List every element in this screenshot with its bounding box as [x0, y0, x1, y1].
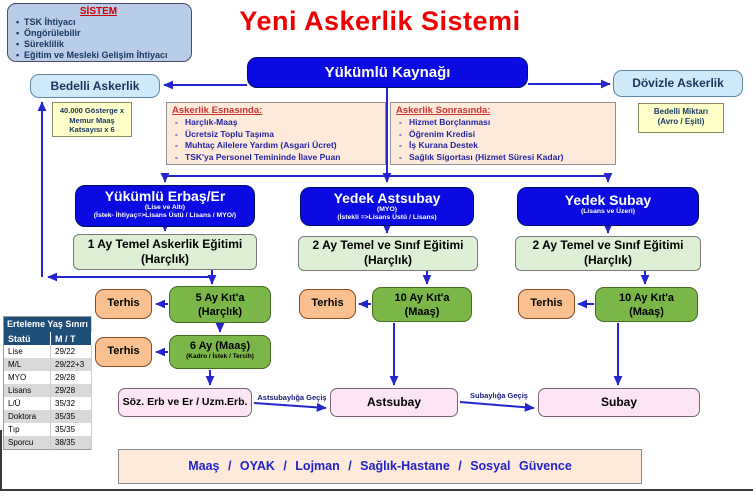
yukumlu-erbas-box: Yükümlü Erbaş/Er (Lise ve Altı) (İstek- … [75, 185, 255, 227]
formula-line: Katsayısı x 6 [69, 125, 115, 134]
esnasinda-item: Ücretsiz Toplu Taşıma [172, 129, 380, 141]
askerlik-esnasinda-panel: Askerlik Esnasında: Harçlık-Maaş Ücretsi… [166, 102, 386, 165]
erbas-training-box: 1 Ay Temel Askerlik Eğitimi (Harçlık) [73, 234, 257, 270]
erteleme-title: Erteleme Yaş Sınırı [3, 316, 92, 332]
branch-sub: (MYO) [376, 206, 397, 213]
esnasinda-item: Harçlık-Maaş [172, 117, 380, 129]
training-pay: (Harçlık) [140, 252, 190, 266]
astsubay-training-box: 2 Ay Temel ve Sınıf Eğitimi (Harçlık) [298, 236, 478, 271]
branch-sub: (Lisans ve Üzeri) [580, 208, 636, 215]
sonrasinda-title: Askerlik Sonrasında: [396, 105, 491, 116]
slide-left-edge [0, 430, 2, 491]
training-pay: (Harçlık) [363, 253, 413, 267]
sistem-item: Öngörülebilir [12, 28, 185, 39]
terhis-box: Terhis [95, 337, 152, 367]
sistem-title: SİSTEM [79, 6, 118, 17]
amount-line: (Avro / Eşiti) [657, 116, 705, 126]
erbas-stage2-box: 6 Ay (Maaş) (Kadro / İstek / Tercih) [169, 335, 271, 369]
sistem-item: TSK İhtiyacı [12, 17, 185, 28]
esnasinda-title: Askerlik Esnasında: [172, 105, 263, 116]
subay-training-box: 2 Ay Temel ve Sınıf Eğitimi (Harçlık) [515, 236, 701, 271]
branch-title: Yedek Subay [564, 192, 652, 208]
branch-sub: (İstek- İhtiyaç=>Lisans Üstü / Lisans / … [93, 212, 237, 219]
stage-sub: (Kadro / İstek / Tercih) [186, 353, 254, 360]
yukumlu-kaynagi-box: Yükümlü Kaynağı [247, 57, 528, 88]
branch-sub: (İstekli =>Lisans Üstü / Lisans) [337, 214, 437, 221]
subay-outcome-box: Subay [538, 388, 700, 417]
sistem-item: Eğitim ve Mesleki Gelişim İhtiyacı [12, 50, 185, 61]
stage-pay: (Maaş) [404, 306, 440, 318]
astsubay-stage1-box: 10 Ay Kıt'a (Maaş) [372, 287, 472, 322]
stage-pay: (Maaş) [629, 306, 664, 318]
bedelli-formula-box: 40.000 Gösterge x Memur Maaş Katsayısı x… [52, 102, 132, 137]
stage-line: 6 Ay (Maaş) [189, 340, 251, 352]
dovizle-amount-box: Bedelli Miktarı (Avro / Eşiti) [638, 103, 724, 133]
dovizle-askerlik-box: Dövizle Askerlik [613, 70, 743, 97]
esnasinda-item: Muhtaç Ailelere Yardım (Asgari Ücret) [172, 140, 380, 152]
sonrasinda-item: Hizmet Borçlanması [396, 117, 610, 129]
sistem-item: Süreklilik [12, 39, 185, 50]
erteleme-col-statu: Statü [3, 332, 51, 345]
sonrasinda-item: Sağlık Sigortası (Hizmet Süresi Kadar) [396, 152, 610, 164]
sonrasinda-item: İş Kurana Destek [396, 140, 610, 152]
stage-line: 10 Ay Kıt'a [619, 292, 674, 304]
askerlik-sonrasinda-panel: Askerlik Sonrasında: Hizmet Borçlanması … [390, 102, 616, 165]
training-line: 1 Ay Temel Askerlik Eğitimi [87, 237, 243, 251]
training-line: 2 Ay Temel ve Sınıf Eğitimi [312, 238, 464, 252]
stage-line: 10 Ay Kıt'a [394, 292, 450, 304]
erteleme-col-mt: M / T [50, 332, 92, 345]
formula-line: 40.000 Gösterge x [59, 106, 125, 115]
branch-title: Yükümlü Erbaş/Er [104, 188, 226, 204]
esnasinda-item: TSK'ya Personel Temininde İlave Puan [172, 152, 380, 164]
yedek-subay-box: Yedek Subay (Lisans ve Üzeri) [517, 187, 699, 226]
slide-bottom-edge [0, 489, 753, 491]
subay-stage1-box: 10 Ay Kıt'a (Maaş) [595, 287, 698, 322]
astsubayliga-gecis-label: Astsubaylığa Geçiş [257, 393, 327, 402]
sistem-panel: SİSTEM TSK İhtiyacı Öngörülebilir Sürekl… [7, 3, 192, 62]
training-pay: (Harçlık) [583, 253, 633, 267]
bedelli-askerlik-box: Bedelli Askerlik [30, 74, 160, 98]
stage-pay: (Harçlık) [197, 306, 243, 318]
benefits-bar: Maaş / OYAK / Lojman / Sağlık-Hastane / … [118, 449, 642, 484]
yedek-astsubay-box: Yedek Astsubay (MYO) (İstekli =>Lisans Ü… [300, 187, 474, 226]
branch-sub: (Lise ve Altı) [144, 204, 186, 211]
training-line: 2 Ay Temel ve Sınıf Eğitimi [532, 238, 684, 252]
terhis-box: Terhis [299, 289, 356, 319]
subayliga-gecis-label: Subaylığa Geçiş [470, 391, 528, 400]
page-title: Yeni Askerlik Sistemi [239, 6, 521, 36]
soz-erb-uzm-box: Söz. Erb ve Er / Uzm.Erb. [118, 388, 252, 417]
terhis-box: Terhis [518, 289, 575, 319]
astsubay-outcome-box: Astsubay [330, 388, 458, 417]
amount-line: Bedelli Miktarı [653, 107, 709, 116]
terhis-box: Terhis [95, 289, 152, 319]
formula-line: Memur Maaş [69, 115, 115, 125]
branch-title: Yedek Astsubay [333, 190, 441, 206]
sonrasinda-item: Öğrenim Kredisi [396, 129, 610, 141]
erbas-stage1-box: 5 Ay Kıt'a (Harçlık) [169, 286, 271, 323]
stage-line: 5 Ay Kıt'a [195, 292, 245, 304]
